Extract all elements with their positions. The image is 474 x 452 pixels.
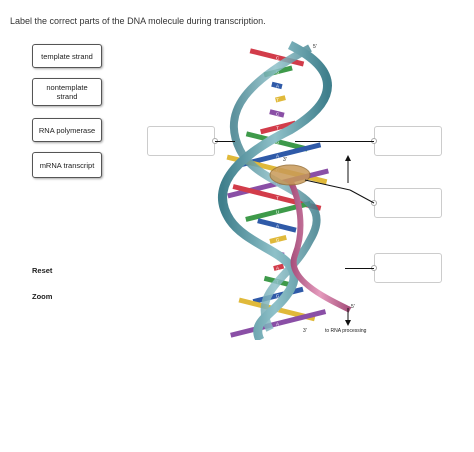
base-pair xyxy=(269,109,285,118)
base-letter: G xyxy=(276,140,280,145)
leader-line-left xyxy=(215,141,235,142)
down-arrow-icon xyxy=(345,308,351,326)
base-letter: G xyxy=(276,238,280,243)
base-letter: A xyxy=(276,154,279,159)
base-letter: G xyxy=(276,70,280,75)
base-letter: T xyxy=(276,126,279,131)
base-pair xyxy=(260,120,297,135)
zoom-button[interactable]: Zoom xyxy=(32,292,53,301)
base-letter: A xyxy=(276,322,279,327)
label-mrna-transcript[interactable]: mRNA transcript xyxy=(32,152,102,178)
leader-line-right-2 xyxy=(304,179,375,204)
base-letter: G xyxy=(276,294,280,299)
label-rna-polymerase[interactable]: RNA polymerase xyxy=(32,118,102,142)
drop-target-right-3[interactable] xyxy=(371,253,442,283)
dna-transcription-diagram: CGATCTGACGTUAGCATGCA xyxy=(218,40,352,340)
label-nontemplate-strand[interactable]: nontemplate strand xyxy=(32,78,102,106)
leader-line-right-3 xyxy=(345,268,374,269)
base-pair xyxy=(257,218,297,233)
rna-polymerase-shape xyxy=(269,164,311,186)
base-pair xyxy=(271,81,283,90)
leader-line-right-1 xyxy=(295,141,374,142)
base-letter: T xyxy=(276,196,279,201)
base-letter: T xyxy=(276,98,279,103)
three-prime-mid: 3' xyxy=(283,157,287,163)
base-letter: C xyxy=(276,112,280,117)
base-pair xyxy=(274,95,286,103)
drop-target-right-2[interactable] xyxy=(371,188,442,218)
base-letter: C xyxy=(276,56,280,61)
up-arrow-icon xyxy=(345,155,351,183)
dna-backbone-back xyxy=(229,44,321,332)
five-prime-top: 5' xyxy=(313,44,317,50)
label-template-strand[interactable]: template strand xyxy=(32,44,102,68)
base-pair xyxy=(245,200,311,222)
base-pair xyxy=(269,234,287,244)
processing-note: to RNA processing xyxy=(325,328,367,334)
three-prime-bottom: 3' xyxy=(303,328,307,334)
drop-target-right-1[interactable] xyxy=(371,126,442,156)
base-letter: U xyxy=(276,210,279,215)
instruction-text: Label the correct parts of the DNA molec… xyxy=(10,16,266,26)
base-letter: A xyxy=(276,266,279,271)
five-prime-low: 5' xyxy=(351,304,355,310)
base-pair xyxy=(273,263,285,271)
base-letter: A xyxy=(276,224,279,229)
dna-backbone-front xyxy=(218,40,332,340)
reset-button[interactable]: Reset xyxy=(32,266,53,275)
mrna-strand xyxy=(287,178,352,313)
base-letter: A xyxy=(276,84,279,89)
